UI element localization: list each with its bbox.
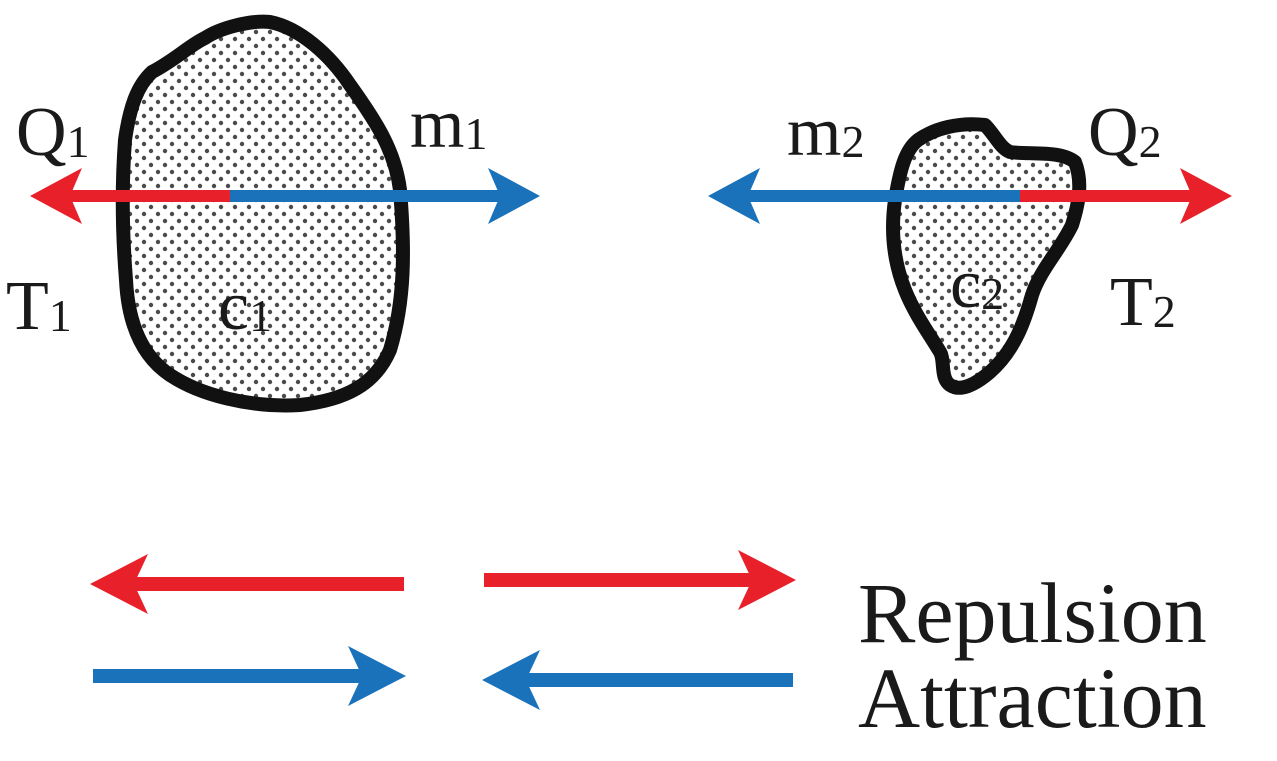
legend-repulsion-left-arrowhead xyxy=(90,554,148,614)
body-2-temperature-subscript: 2 xyxy=(1152,286,1176,337)
legend-attraction-right-arrowhead xyxy=(482,650,540,710)
body-1-temperature-subscript: 1 xyxy=(48,290,72,341)
body-2-repulsion-arrowhead xyxy=(1180,168,1232,224)
body-2-mass-symbol: m xyxy=(787,94,842,171)
body-2-center-subscript: 2 xyxy=(981,268,1005,319)
body-1-charge-subscript: 1 xyxy=(66,116,90,167)
body-2-center-symbol: c xyxy=(950,246,982,323)
body-2-center-label: c2 xyxy=(950,250,1004,320)
body-1-charge-symbol: Q xyxy=(16,94,67,171)
legend-attraction-label: Attraction xyxy=(858,650,1207,746)
body-2-charge-label: Q2 xyxy=(1088,98,1162,168)
body-1-repulsion-arrowhead xyxy=(30,168,82,224)
body-2-charge-subscript: 2 xyxy=(1138,116,1162,167)
body-2-mass-subscript: 2 xyxy=(841,116,865,167)
body-1-outline xyxy=(115,14,410,413)
body-1-temperature-label: T1 xyxy=(6,272,72,342)
legend-repulsion-label: Repulsion xyxy=(858,565,1207,661)
body-1-mass-label: m1 xyxy=(410,90,487,160)
body-1-attraction-arrowhead xyxy=(488,168,540,224)
body-1-mass-symbol: m xyxy=(410,86,465,163)
body-1-center-symbol: c xyxy=(218,268,250,345)
body-2-mass-label: m2 xyxy=(787,98,864,168)
body-2-attraction-arrowhead xyxy=(708,168,760,224)
legend-repulsion-right-arrowhead xyxy=(738,550,796,610)
body-1-mass-subscript: 1 xyxy=(464,108,488,159)
body-2-temperature-symbol: T xyxy=(1110,264,1153,341)
body-2-temperature-label: T2 xyxy=(1110,268,1176,338)
body-2-charge-symbol: Q xyxy=(1088,94,1139,171)
body-1-center-subscript: 1 xyxy=(249,290,273,341)
body-1-charge-label: Q1 xyxy=(16,98,90,168)
body-1-temperature-symbol: T xyxy=(6,268,49,345)
legend-attraction-left-arrowhead xyxy=(348,646,406,706)
body-1-center-label: c1 xyxy=(218,272,272,342)
